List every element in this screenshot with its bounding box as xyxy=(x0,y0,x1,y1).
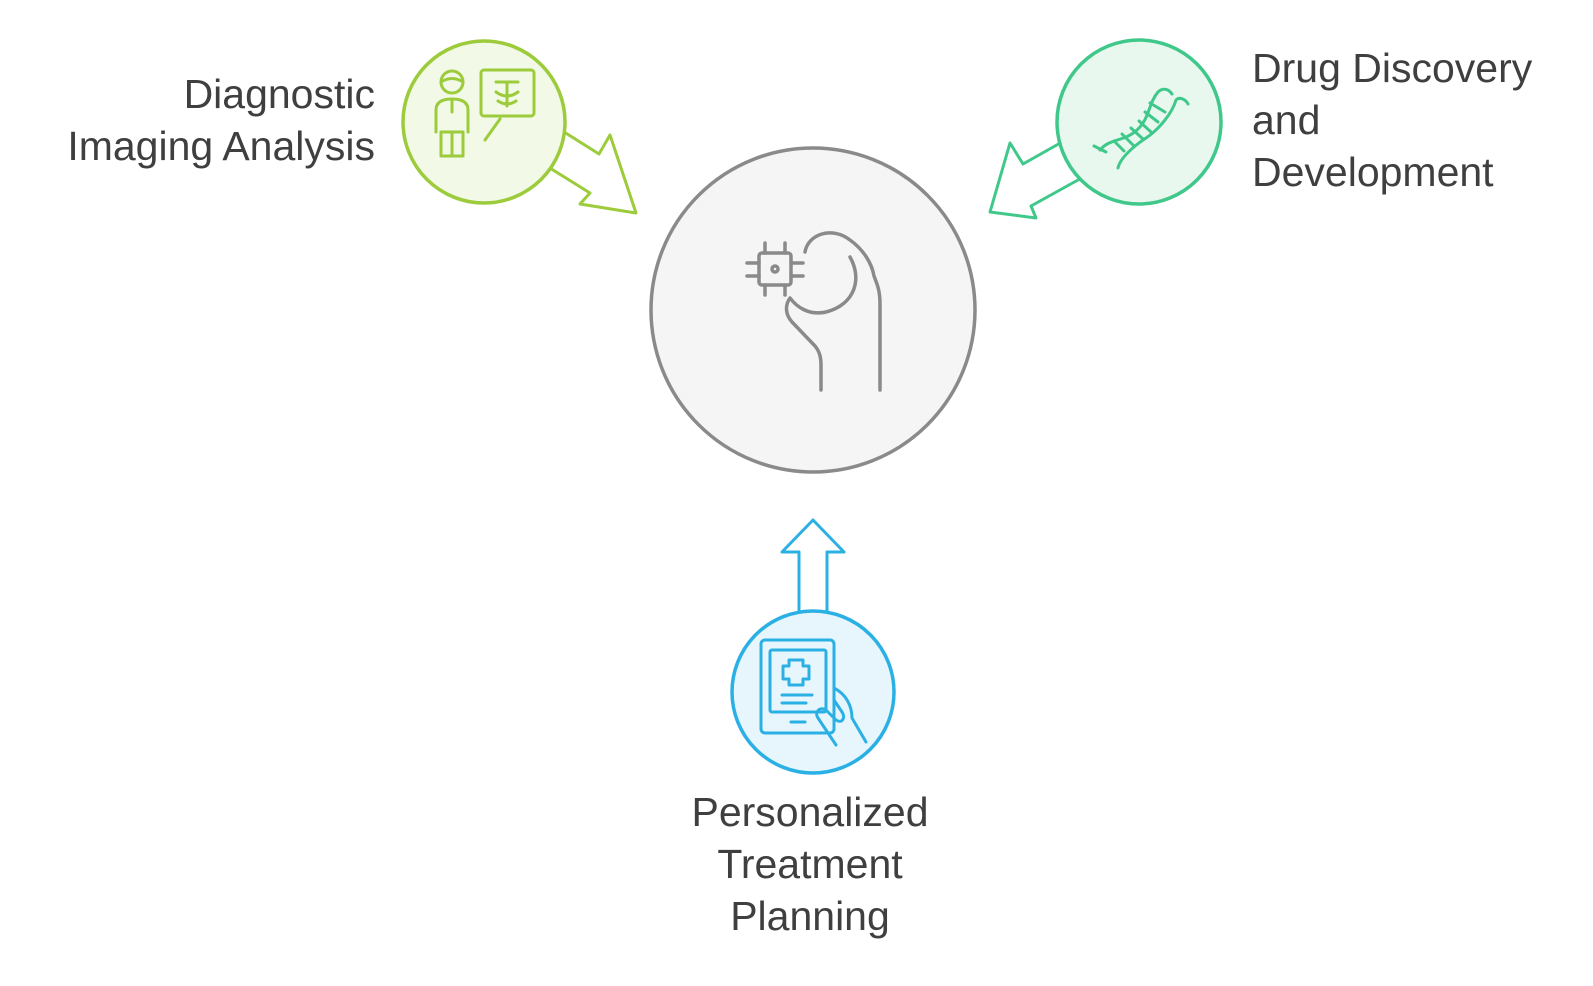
label-line: Personalized xyxy=(691,789,929,835)
dna-icon xyxy=(1092,87,1190,170)
label-diagnostic: Diagnostic Imaging Analysis xyxy=(67,68,375,172)
label-line: Treatment xyxy=(717,841,903,887)
ai-chip-hand-icon xyxy=(745,231,882,392)
arrow-personalized-to-center xyxy=(780,518,846,616)
label-personalized: Personalized Treatment Planning xyxy=(640,786,980,942)
label-line: Planning xyxy=(730,893,890,939)
doctor-xray-icon xyxy=(434,68,536,158)
arrow-diagnostic-to-center xyxy=(543,123,638,215)
node-drug xyxy=(1055,38,1223,206)
label-line: Imaging Analysis xyxy=(67,123,375,169)
node-personalized xyxy=(730,609,896,775)
center-node xyxy=(649,146,977,474)
medical-tablet-icon xyxy=(759,638,868,747)
node-diagnostic xyxy=(401,39,567,205)
label-line: Diagnostic xyxy=(183,71,375,117)
label-drug: Drug Discovery and Development xyxy=(1252,42,1532,198)
label-line: and xyxy=(1252,97,1321,143)
label-line: Drug Discovery xyxy=(1252,45,1533,91)
label-line: Development xyxy=(1252,149,1494,195)
